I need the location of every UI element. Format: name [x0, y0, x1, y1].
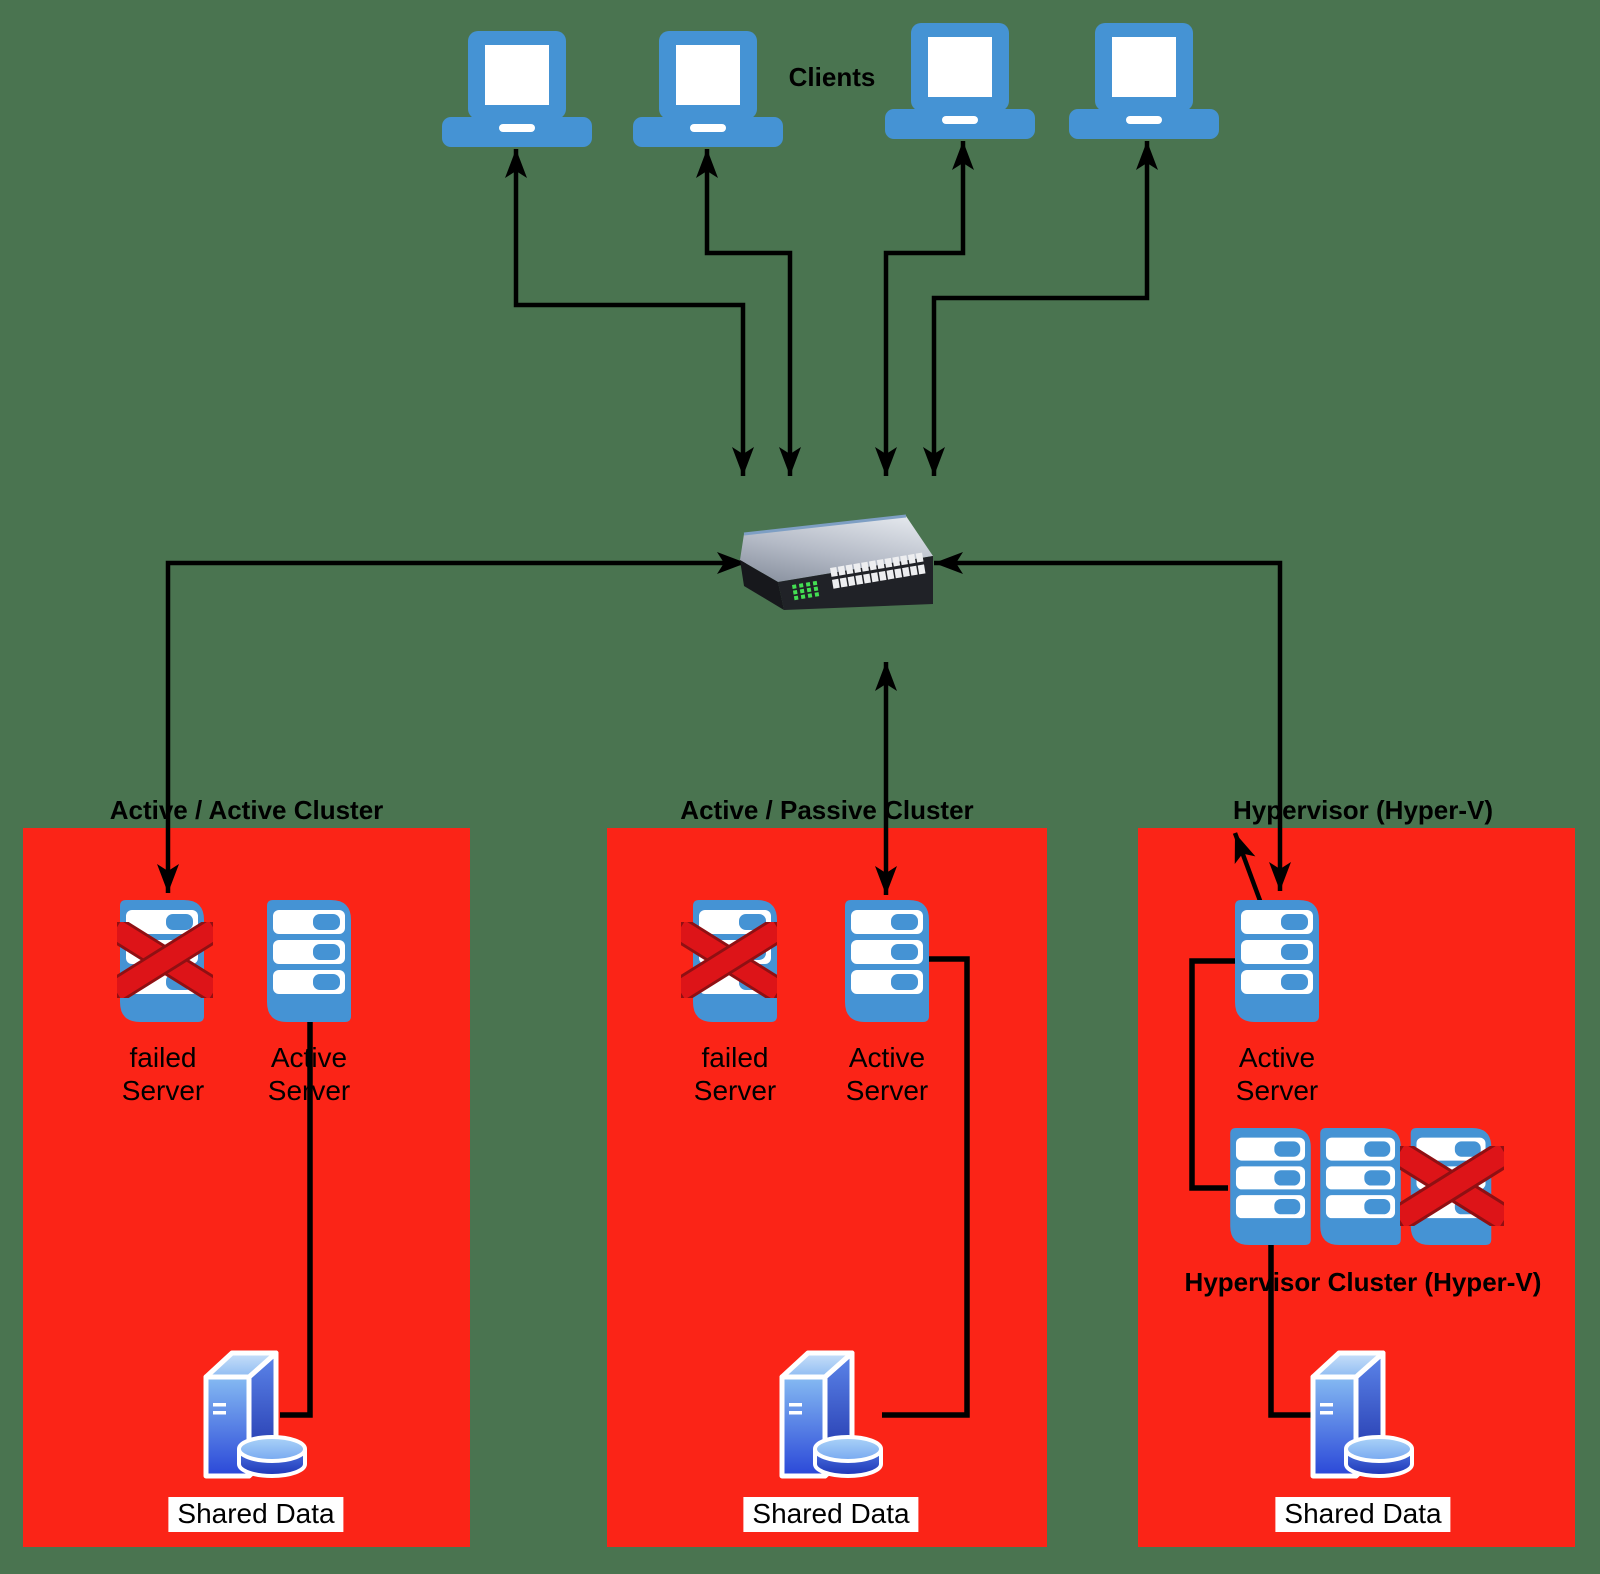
- server-label: Active Server: [1235, 1042, 1319, 1106]
- panel-title: Active / Active Cluster: [109, 795, 384, 825]
- arrow-switch-panel3: [934, 552, 1291, 891]
- hypervisor-cluster-label: Hypervisor Cluster (Hyper-V): [1184, 1267, 1542, 1297]
- server-label: failed Server: [121, 1042, 205, 1106]
- line-p2-server-shareddata: [882, 956, 970, 1418]
- line-p3-cluster-shareddata: [1268, 1244, 1312, 1418]
- shared-data-label: Shared Data: [168, 1497, 344, 1532]
- network-switch-icon: [735, 505, 940, 620]
- panel-title: Hypervisor (Hyper-V): [1232, 795, 1494, 825]
- server-label: Active Server: [267, 1042, 351, 1106]
- laptop-icon: [442, 31, 592, 147]
- arrow-hyperv-to-switch: [1232, 832, 1265, 907]
- shared-data-label: Shared Data: [1275, 1497, 1451, 1532]
- laptop-icon: [885, 23, 1035, 139]
- shared-data-icon: [203, 1350, 309, 1480]
- panel-title: Active / Passive Cluster: [680, 795, 974, 825]
- line-p1-server-shareddata: [280, 1021, 313, 1418]
- hypervisor-node-icon: [1319, 1128, 1402, 1245]
- shared-data-icon: [779, 1350, 885, 1480]
- arrow-switch-panel1: [157, 552, 746, 893]
- active-server-icon: [267, 900, 351, 1022]
- failed-x-icon: [117, 922, 213, 998]
- active-server-icon: [1235, 900, 1319, 1022]
- failed-x-icon: [681, 922, 777, 998]
- active-server-icon: [845, 900, 929, 1022]
- failed-x-icon: [1400, 1146, 1504, 1226]
- arrow-client3-switch: [875, 141, 974, 476]
- clients-label: Clients: [788, 62, 876, 92]
- arrow-client4-switch: [923, 141, 1158, 476]
- server-label: Active Server: [845, 1042, 929, 1106]
- hypervisor-node-icon: [1229, 1128, 1312, 1245]
- laptop-icon: [633, 31, 783, 147]
- server-label: failed Server: [693, 1042, 777, 1106]
- arrow-client2-switch: [696, 149, 801, 476]
- line-p3-server-cluster: [1189, 958, 1238, 1191]
- shared-data-label: Shared Data: [743, 1497, 919, 1532]
- shared-data-icon: [1310, 1350, 1416, 1480]
- laptop-icon: [1069, 23, 1219, 139]
